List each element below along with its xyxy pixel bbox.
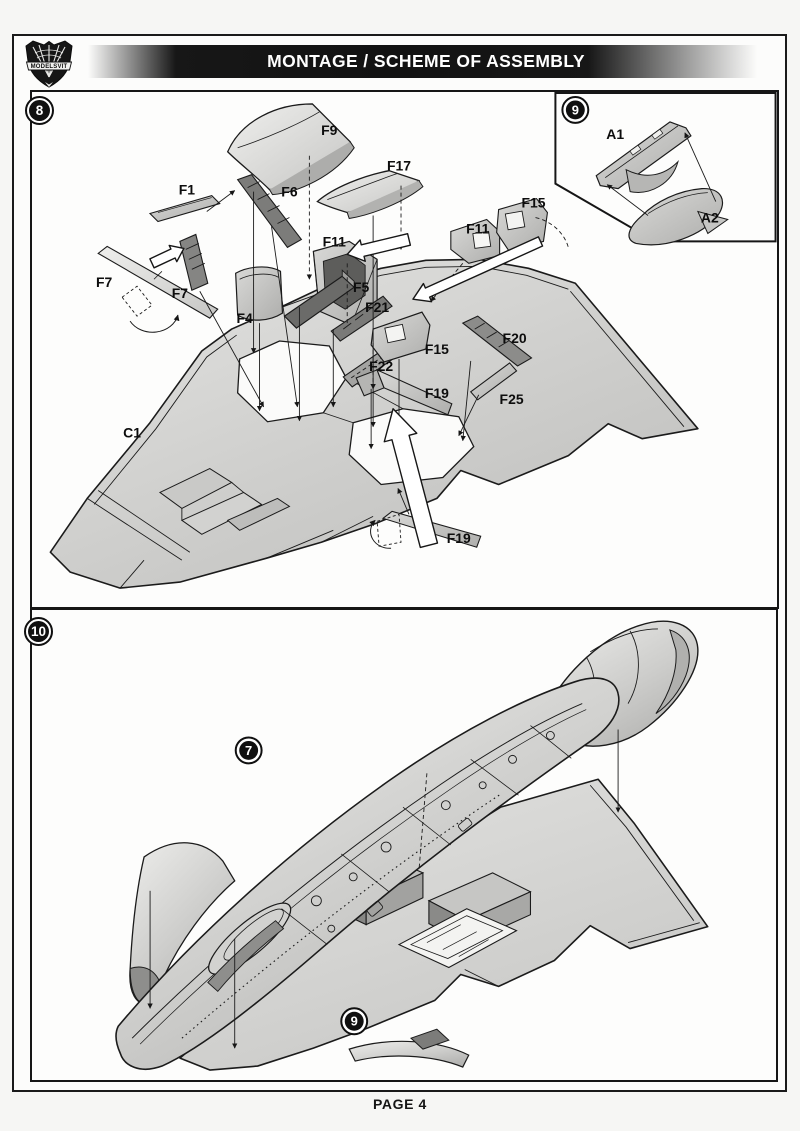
part-label-f25: F25 [500,391,524,407]
part-label-f15: F15 [425,341,449,357]
part-f7-left [97,245,219,333]
part-label-f20: F20 [503,330,527,346]
part-label-f9: F9 [321,122,338,138]
part-f25 [469,362,518,401]
part-f7-right [179,233,209,291]
callout-badge-9: 9 [340,1007,369,1036]
part-label-f19: F19 [425,385,449,401]
part-label-f21: F21 [365,299,389,315]
part-f15-mid [370,311,431,363]
step-10-badge: 10 [24,617,53,646]
part-label-f6: F6 [281,184,298,200]
part-f17 [316,170,424,220]
left-arrow [346,232,412,262]
part-label-f22: F22 [369,358,393,374]
page-number: PAGE 4 [373,1096,427,1112]
part-label-f1: F1 [179,182,196,198]
step-9-inset [554,92,777,246]
step-8-diagram: F9F17F1F6F11F11F15F7F7F4F5F21F22F15F20F1… [49,92,777,589]
part-a1 [595,121,692,193]
part-label-f5: F5 [353,279,370,295]
part-f5 [283,269,356,329]
small-right-arrow [149,244,185,269]
part-label-c1: C1 [123,425,141,441]
step-8-badge: 8 [25,96,54,125]
part-label-a2: A2 [701,209,719,225]
callout-badge-9: 9 [561,95,590,124]
part-a2 [628,188,729,246]
part-f15-top [496,197,569,252]
assembly-arrows [147,729,621,1049]
page-frame: MODELSVIT MONTAGE / SCHEME OF ASSEMBLY 8… [12,34,787,1092]
svg-text:9: 9 [351,1014,358,1029]
step-10-number: 10 [28,621,49,642]
svg-text:7: 7 [245,743,252,758]
big-up-arrow [383,408,439,549]
header-bar: MONTAGE / SCHEME OF ASSEMBLY [88,45,764,78]
part-upper-fuselage [115,677,620,1071]
brand-name: MODELSVIT [31,64,68,70]
part-nose-lip [348,1028,470,1068]
part-label-f7: F7 [96,274,113,290]
part-f9 [226,103,355,196]
part-f1 [148,194,221,223]
step-10-diagram: 79 [115,620,709,1071]
modelsvit-shield-icon: MODELSVIT [25,40,73,88]
brand-logo: MODELSVIT [23,39,75,89]
part-f21 [330,295,393,342]
part-label-f11: F11 [466,220,489,236]
svg-text:9: 9 [572,102,579,117]
long-downleft-arrow [412,236,544,303]
part-f20 [461,315,533,367]
part-f4 [235,266,284,321]
part-f19-mid [355,368,453,416]
assembly-direction-arrows [149,232,544,549]
leader-lines [199,155,480,464]
step-8-number: 8 [29,100,50,121]
part-label-a1: A1 [606,126,624,142]
part-label-f7: F7 [172,285,189,301]
part-label-f19: F19 [447,530,471,546]
part-label-f4: F4 [236,310,253,326]
part-f11-right [450,218,501,264]
page-title: MONTAGE / SCHEME OF ASSEMBLY [267,51,585,71]
part-label-f17: F17 [387,158,411,174]
callout-badge-7: 7 [234,736,263,765]
part-label-f15: F15 [521,195,545,211]
part-label-f11: F11 [323,233,346,249]
